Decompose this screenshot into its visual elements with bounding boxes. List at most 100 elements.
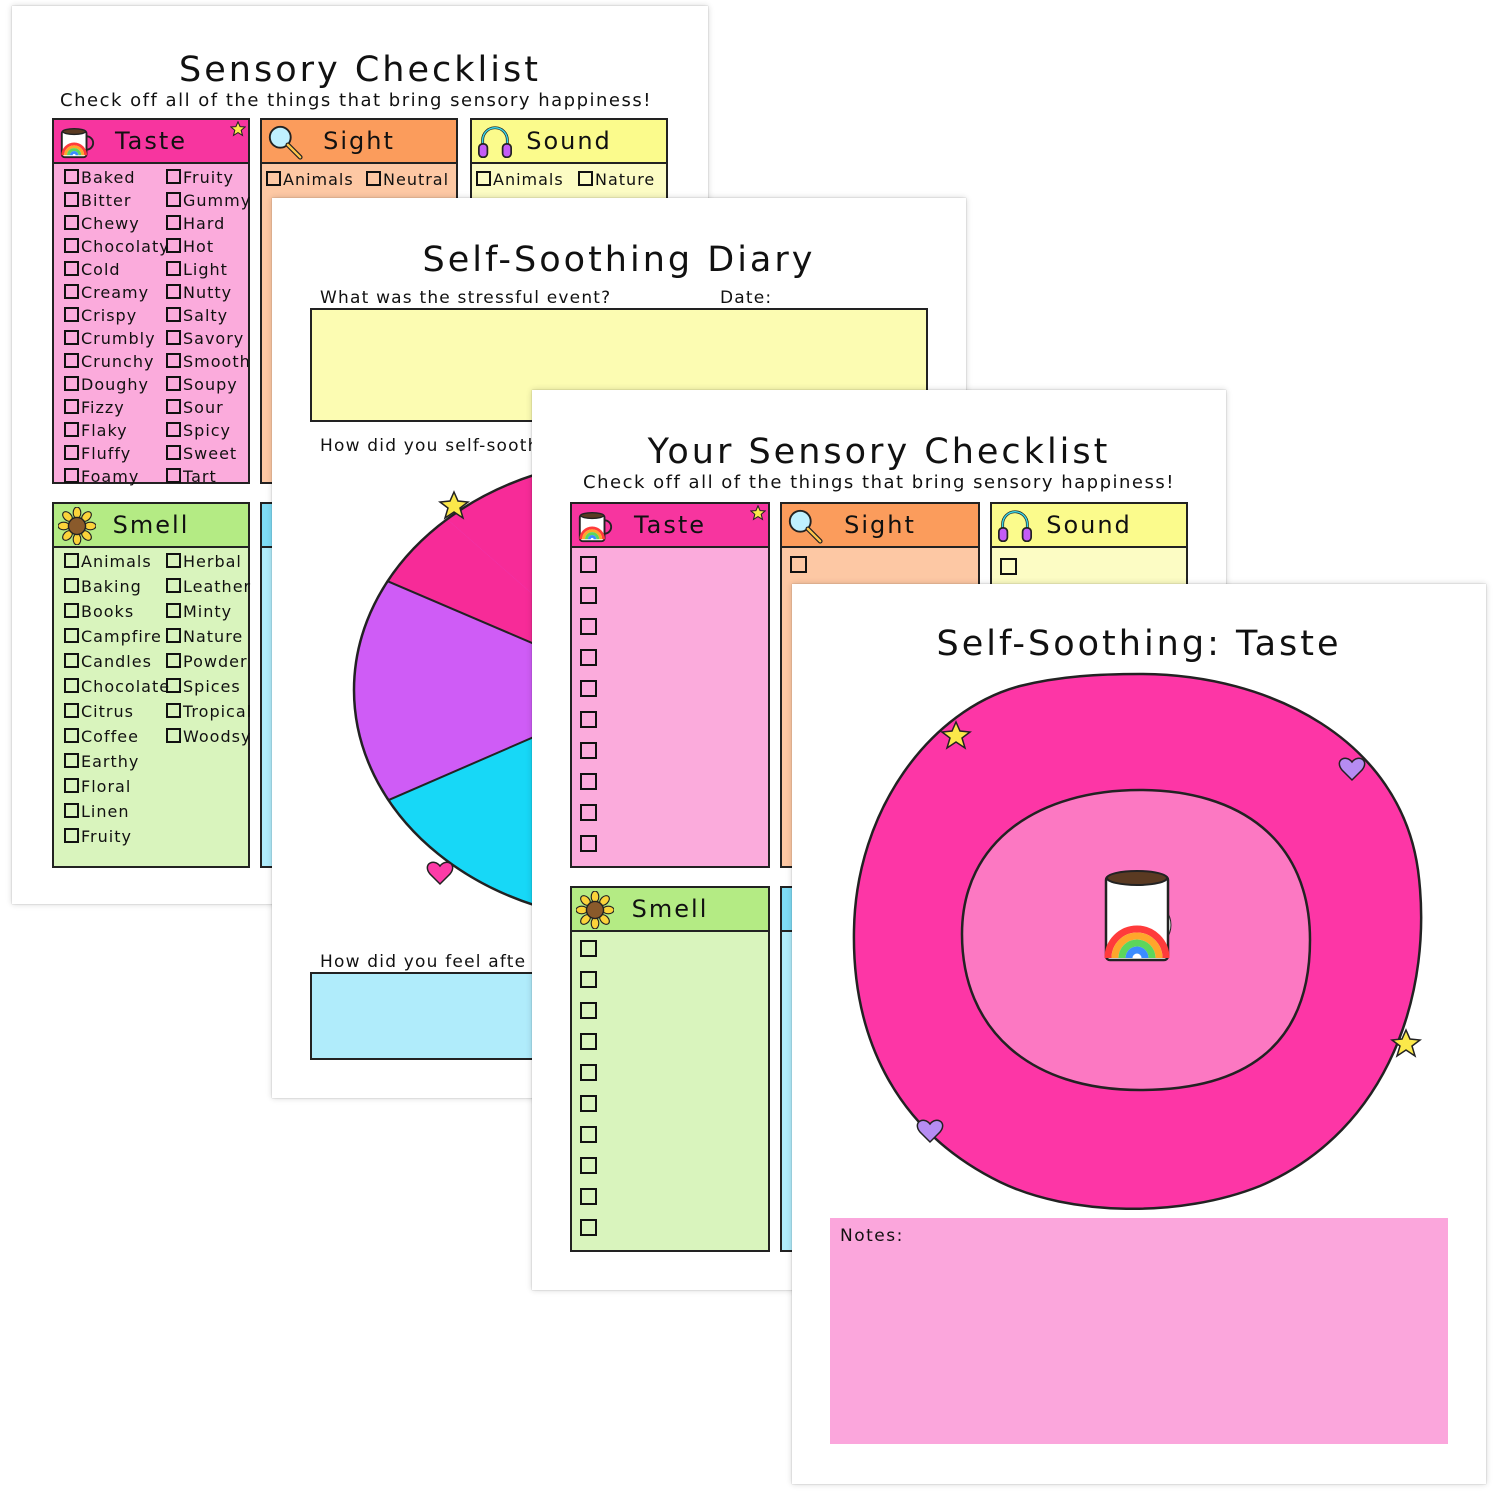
checkbox[interactable] bbox=[580, 742, 597, 759]
list-item[interactable]: Spicy bbox=[166, 421, 251, 444]
list-item[interactable]: Flaky bbox=[64, 421, 170, 444]
checkbox[interactable] bbox=[790, 556, 807, 573]
checkbox[interactable] bbox=[580, 711, 597, 728]
checkbox[interactable] bbox=[166, 307, 181, 322]
checkbox[interactable] bbox=[580, 649, 597, 666]
list-item[interactable]: Baked bbox=[64, 168, 170, 191]
list-item[interactable]: Fizzy bbox=[64, 398, 170, 421]
list-item[interactable]: Crispy bbox=[64, 306, 170, 329]
checkbox[interactable] bbox=[166, 703, 181, 718]
notes-box[interactable]: Notes: bbox=[830, 1218, 1448, 1444]
list-item[interactable]: Herbal bbox=[166, 552, 252, 577]
list-item[interactable]: Nature bbox=[578, 170, 655, 193]
list-item[interactable]: Chewy bbox=[64, 214, 170, 237]
list-item[interactable]: Baking bbox=[64, 577, 170, 602]
checkbox[interactable] bbox=[1000, 558, 1017, 575]
list-item[interactable]: Doughy bbox=[64, 375, 170, 398]
list-item[interactable]: Tart bbox=[166, 467, 251, 490]
checkbox[interactable] bbox=[166, 603, 181, 618]
list-item[interactable]: Salty bbox=[166, 306, 251, 329]
checkbox[interactable] bbox=[64, 192, 79, 207]
list-item[interactable]: Leather bbox=[166, 577, 252, 602]
checkbox[interactable] bbox=[64, 215, 79, 230]
list-item[interactable]: Citrus bbox=[64, 702, 170, 727]
checkbox[interactable] bbox=[166, 215, 181, 230]
list-item[interactable]: Minty bbox=[166, 602, 252, 627]
checkbox[interactable] bbox=[580, 680, 597, 697]
checkbox[interactable] bbox=[64, 803, 79, 818]
checkbox[interactable] bbox=[166, 376, 181, 391]
list-item[interactable]: Coffee bbox=[64, 727, 170, 752]
list-item[interactable]: Nutty bbox=[166, 283, 251, 306]
list-item[interactable]: Spices bbox=[166, 677, 252, 702]
checkbox[interactable] bbox=[166, 578, 181, 593]
checkbox[interactable] bbox=[580, 1033, 597, 1050]
checkbox[interactable] bbox=[64, 330, 79, 345]
checkbox[interactable] bbox=[64, 468, 79, 483]
checkbox[interactable] bbox=[580, 835, 597, 852]
checkbox[interactable] bbox=[476, 171, 491, 186]
list-item[interactable]: Gummy bbox=[166, 191, 251, 214]
list-item[interactable]: Fruity bbox=[166, 168, 251, 191]
checkbox[interactable] bbox=[166, 238, 181, 253]
checkbox[interactable] bbox=[64, 728, 79, 743]
checkbox[interactable] bbox=[64, 422, 79, 437]
list-item[interactable]: Cold bbox=[64, 260, 170, 283]
checkbox[interactable] bbox=[166, 445, 181, 460]
checkbox[interactable] bbox=[580, 804, 597, 821]
checkbox[interactable] bbox=[64, 753, 79, 768]
list-item[interactable]: Chocolate bbox=[64, 677, 170, 702]
checkbox[interactable] bbox=[580, 773, 597, 790]
checkbox[interactable] bbox=[166, 330, 181, 345]
list-item[interactable]: Foamy bbox=[64, 467, 170, 490]
list-item[interactable]: Floral bbox=[64, 777, 170, 802]
list-item[interactable]: Light bbox=[166, 260, 251, 283]
checkbox[interactable] bbox=[64, 284, 79, 299]
checkbox[interactable] bbox=[64, 828, 79, 843]
list-item[interactable]: Books bbox=[64, 602, 170, 627]
checkbox[interactable] bbox=[580, 1219, 597, 1236]
list-item[interactable]: Tropical bbox=[166, 702, 252, 727]
checkbox[interactable] bbox=[366, 171, 381, 186]
checkbox[interactable] bbox=[166, 553, 181, 568]
checkbox[interactable] bbox=[578, 171, 593, 186]
list-item[interactable]: Crunchy bbox=[64, 352, 170, 375]
checkbox[interactable] bbox=[64, 399, 79, 414]
list-item[interactable]: Neutral bbox=[366, 170, 449, 193]
checkbox[interactable] bbox=[166, 728, 181, 743]
checkbox[interactable] bbox=[64, 603, 79, 618]
checkbox[interactable] bbox=[64, 553, 79, 568]
checkbox[interactable] bbox=[166, 653, 181, 668]
list-item[interactable]: Savory bbox=[166, 329, 251, 352]
list-item[interactable]: Animals bbox=[266, 170, 354, 193]
checkbox[interactable] bbox=[580, 1157, 597, 1174]
checkbox[interactable] bbox=[166, 261, 181, 276]
list-item[interactable]: Hard bbox=[166, 214, 251, 237]
checkbox[interactable] bbox=[580, 1002, 597, 1019]
checkbox[interactable] bbox=[64, 703, 79, 718]
list-item[interactable]: Fruity bbox=[64, 827, 170, 852]
checkbox[interactable] bbox=[166, 422, 181, 437]
checkbox[interactable] bbox=[64, 376, 79, 391]
list-item[interactable]: Smooth bbox=[166, 352, 251, 375]
checkbox[interactable] bbox=[166, 678, 181, 693]
list-item[interactable]: Bitter bbox=[64, 191, 170, 214]
checkbox[interactable] bbox=[580, 618, 597, 635]
checkbox[interactable] bbox=[166, 468, 181, 483]
checkbox[interactable] bbox=[64, 578, 79, 593]
checkbox[interactable] bbox=[266, 171, 281, 186]
checkbox[interactable] bbox=[580, 971, 597, 988]
checkbox[interactable] bbox=[580, 587, 597, 604]
checkbox[interactable] bbox=[64, 778, 79, 793]
checkbox[interactable] bbox=[580, 940, 597, 957]
list-item[interactable]: Campfire bbox=[64, 627, 170, 652]
checkbox[interactable] bbox=[580, 1095, 597, 1112]
list-item[interactable]: Hot bbox=[166, 237, 251, 260]
checkbox[interactable] bbox=[580, 1126, 597, 1143]
list-item[interactable]: Linen bbox=[64, 802, 170, 827]
list-item[interactable]: Powder bbox=[166, 652, 252, 677]
list-item[interactable]: Fluffy bbox=[64, 444, 170, 467]
list-item[interactable]: Candles bbox=[64, 652, 170, 677]
list-item[interactable]: Soupy bbox=[166, 375, 251, 398]
checkbox[interactable] bbox=[64, 353, 79, 368]
